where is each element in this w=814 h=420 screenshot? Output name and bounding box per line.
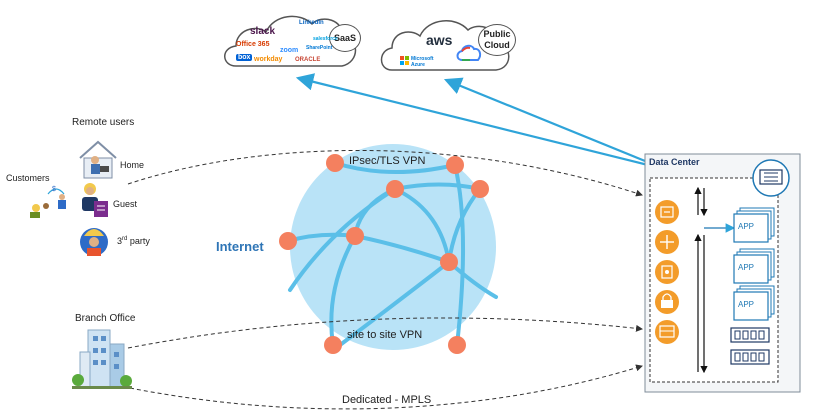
firewall-icon [655, 260, 679, 284]
aws-logo: aws [426, 32, 453, 48]
load-balancer-icon [655, 200, 679, 224]
remote-users-label: Remote users [72, 117, 135, 128]
google-cloud-logo [456, 44, 482, 61]
dc-to-public-cloud-arrow [443, 77, 651, 165]
mpls-path [129, 364, 643, 410]
third-party-text: party [127, 236, 150, 246]
linkedin-logo: LinkedIn [299, 20, 324, 26]
mpls-label: Dedicated - MPLS [342, 394, 432, 406]
third-party-user-icon [80, 228, 108, 256]
ipsec-vpn-path [127, 150, 643, 197]
site-to-site-vpn-label: site to site VPN [347, 329, 423, 341]
internet-globe [290, 144, 496, 350]
site-to-site-vpn-path [127, 317, 643, 349]
storage-rack-1 [730, 327, 770, 343]
network-nodes [279, 154, 489, 354]
app-label-1: APP [738, 222, 755, 231]
sharepoint-logo: SharePoint [306, 45, 333, 51]
workday-logo: workday [254, 56, 283, 63]
guest-label: Guest [113, 199, 138, 209]
third-party-suffix: rd [122, 236, 128, 242]
ipsec-vpn-label: IPsec/TLS VPN [349, 155, 426, 167]
data-center-title: Data Center [649, 157, 700, 167]
oracle-logo: ORACLE [295, 57, 321, 63]
salesforce-logo: salesforce [313, 36, 338, 42]
storage-rack-2 [730, 349, 770, 365]
branch-office-building-icon [72, 329, 132, 389]
dc-to-saas-arrow [295, 73, 649, 167]
azure-logo: Microsoft Azure [411, 56, 434, 68]
box-logo: box [236, 54, 253, 61]
guest-user-icon [82, 183, 108, 217]
svg-text:$: $ [52, 186, 56, 193]
security-lock-icon [655, 290, 679, 314]
internet-label: Internet [216, 239, 264, 254]
office365-logo: Office 365 [236, 41, 270, 48]
third-party-number: 3 [117, 236, 123, 246]
home-user-icon [79, 140, 117, 179]
third-party-label: 3rd party [117, 236, 150, 246]
zoom-logo: zoom [280, 47, 299, 54]
router-icon [655, 230, 679, 254]
branch-office-label: Branch Office [75, 313, 136, 324]
slack-logo: slack [250, 26, 276, 37]
gateway-icon [655, 320, 679, 344]
app-label-2: APP [738, 263, 755, 272]
home-label: Home [120, 160, 145, 170]
customers-icon: $ [30, 186, 66, 218]
saas-tag: SaaS [329, 24, 361, 52]
data-center-badge-icon [752, 159, 790, 197]
app-label-3: APP [738, 300, 755, 309]
public-cloud-tag: Public Cloud [478, 24, 516, 56]
customers-label: Customers [6, 173, 50, 183]
azure-logo-mark [400, 56, 409, 65]
